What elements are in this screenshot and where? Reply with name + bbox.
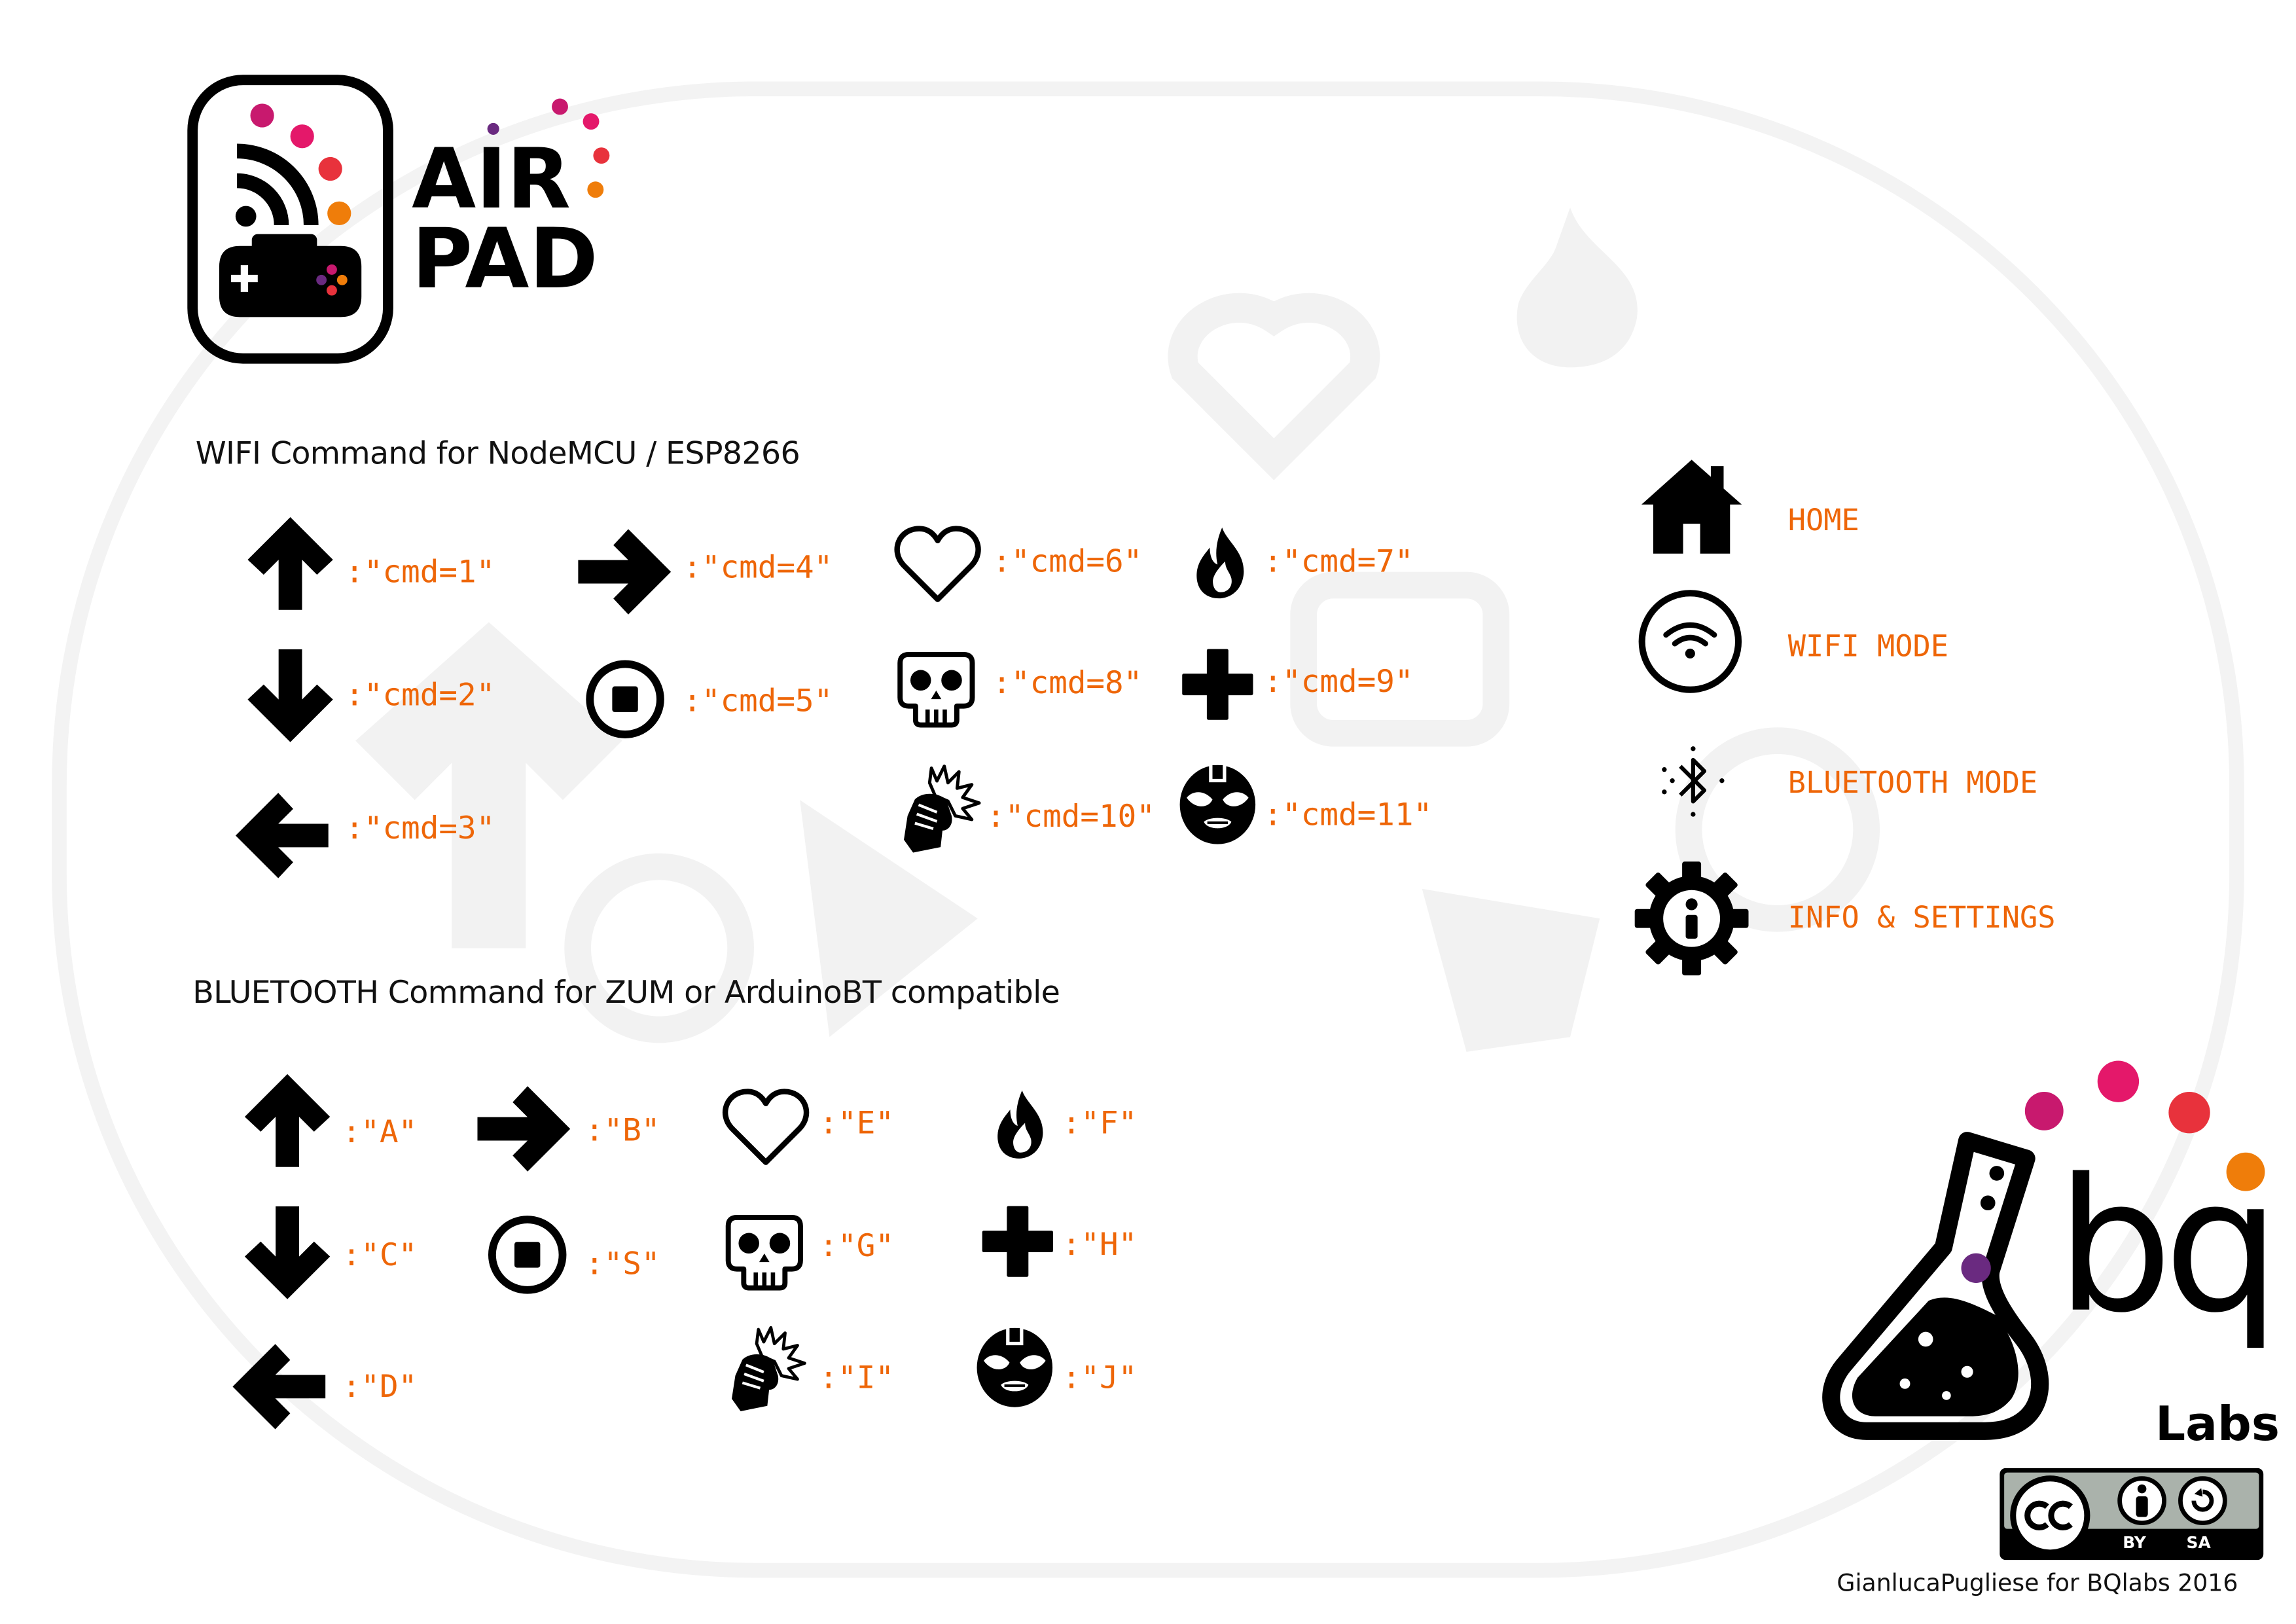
bluetooth-section-title: BLUETOOTH Command for ZUM or ArduinoBT c… <box>192 975 1060 1011</box>
arrow-down-icon <box>237 640 344 753</box>
bt-code-stop: :"S" <box>584 1246 660 1282</box>
legend-wifi-label: WIFI MODE <box>1787 628 1948 664</box>
airpad-logo: AIR PAD <box>187 74 631 370</box>
skull-icon <box>720 1209 809 1295</box>
bt-code-left: :"D" <box>342 1369 418 1405</box>
legend-home-label: HOME <box>1787 502 1859 538</box>
wifi-code-punch: :"cmd=10" <box>986 798 1155 835</box>
bt-code-mask: :"J" <box>1062 1360 1138 1396</box>
wifi-code-down: :"cmd=2" <box>345 677 495 713</box>
arrow-left-icon <box>222 1333 334 1440</box>
stop-icon <box>582 657 668 742</box>
skull-icon <box>891 646 980 732</box>
bluetooth-icon <box>1653 741 1733 821</box>
arrow-down-icon <box>234 1197 341 1310</box>
bt-code-punch: :"I" <box>819 1360 895 1396</box>
plus-icon <box>978 1203 1058 1280</box>
bt-code-fire: :"F" <box>1062 1105 1138 1141</box>
punch-icon <box>723 1324 812 1416</box>
wrestler-mask-icon <box>972 1318 1058 1413</box>
wifi-code-right: :"cmd=4" <box>683 549 833 585</box>
wifi-code-up: :"cmd=1" <box>345 554 495 590</box>
wifi-icon <box>1636 586 1745 696</box>
stop-icon <box>484 1212 570 1297</box>
legend-bluetooth-label: BLUETOOTH MODE <box>1787 764 2038 801</box>
bt-code-skull: :"G" <box>819 1228 895 1264</box>
wifi-code-heart: :"cmd=6" <box>992 543 1143 579</box>
attribution-icon <box>2117 1476 2166 1525</box>
wifi-code-left: :"cmd=3" <box>345 810 495 846</box>
heart-icon <box>717 1081 814 1173</box>
wifi-section-title: WIFI Command for NodeMCU / ESP8266 <box>195 435 800 471</box>
cc-by-sa-badge: BY SA <box>2000 1468 2264 1561</box>
plus-icon <box>1177 646 1257 723</box>
wifi-code-stop: :"cmd=5" <box>683 683 833 719</box>
arrow-right-icon <box>569 518 681 625</box>
home-icon <box>1632 454 1751 560</box>
arrow-up-icon <box>234 1064 341 1176</box>
wrestler-mask-icon <box>1175 755 1261 850</box>
license-sa: SA <box>2186 1533 2211 1553</box>
bt-code-down: :"C" <box>342 1236 418 1273</box>
logo-text-air: AIR <box>412 132 571 228</box>
author-credit: GianlucaPugliese for BQlabs 2016 <box>1837 1568 2238 1597</box>
heart-icon <box>889 518 986 610</box>
labs-wordmark: Labs <box>2155 1395 2280 1452</box>
bq-labs-flask-logo <box>1822 1060 2265 1440</box>
arrow-right-icon <box>468 1075 581 1182</box>
license-by: BY <box>2123 1533 2146 1553</box>
punch-icon <box>895 761 986 859</box>
bt-code-up: :"A" <box>342 1113 418 1150</box>
bt-code-plus: :"H" <box>1062 1226 1138 1263</box>
logo-text-pad: PAD <box>412 211 598 308</box>
fire-icon <box>984 1085 1058 1164</box>
fire-icon <box>1182 522 1259 605</box>
wifi-code-mask: :"cmd=11" <box>1263 797 1433 833</box>
bt-code-heart: :"E" <box>819 1105 895 1141</box>
cc-icon <box>2010 1475 2090 1556</box>
gear-info-icon <box>1632 859 1751 978</box>
logo-dots <box>487 98 610 198</box>
share-alike-icon <box>2178 1476 2227 1525</box>
gamepad-wifi-icon <box>187 75 393 364</box>
bt-code-right: :"B" <box>584 1112 660 1148</box>
bq-wordmark: bq <box>2056 1140 2280 1354</box>
arrow-up-icon <box>237 507 344 619</box>
wifi-code-fire: :"cmd=7" <box>1263 543 1414 579</box>
wifi-code-skull: :"cmd=8" <box>992 665 1143 701</box>
legend-settings-label: INFO & SETTINGS <box>1787 899 2056 935</box>
arrow-left-icon <box>225 782 338 889</box>
wifi-code-plus: :"cmd=9" <box>1263 663 1414 700</box>
